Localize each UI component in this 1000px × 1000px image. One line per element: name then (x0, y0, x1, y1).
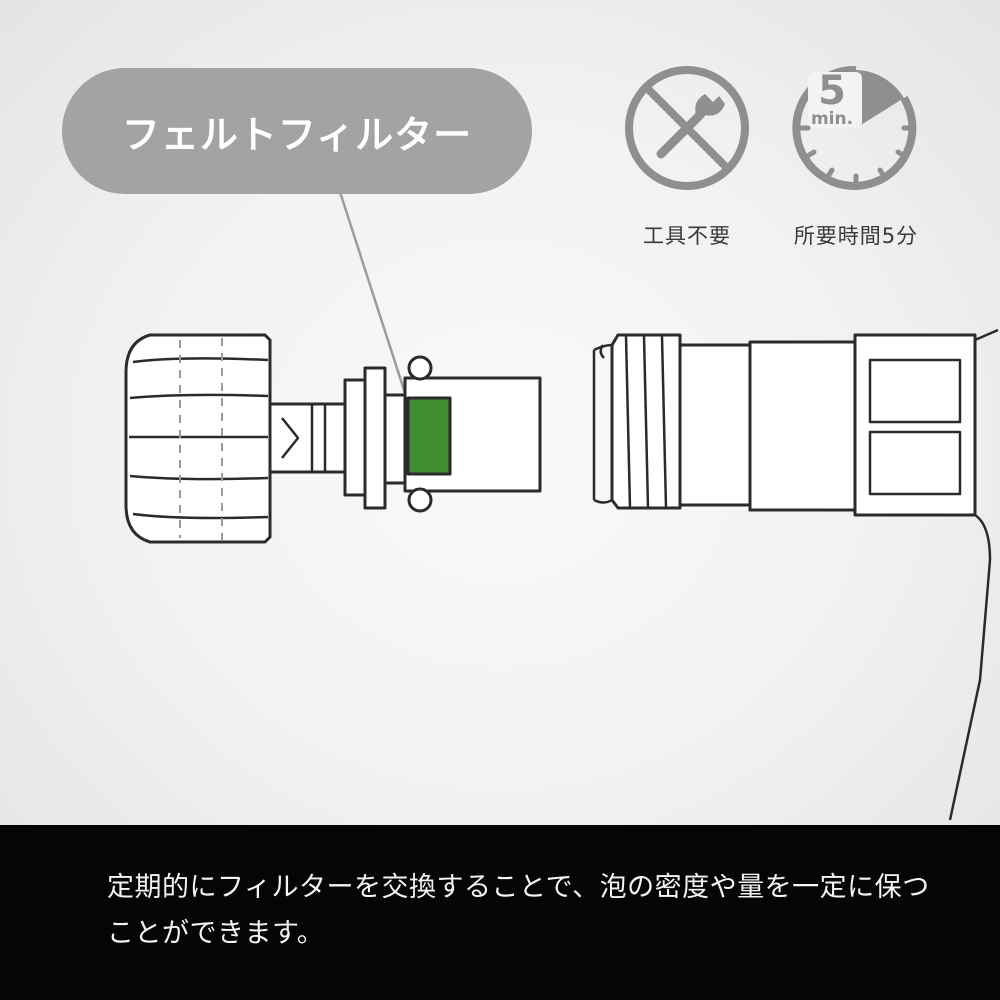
clock-number: 5 (818, 68, 846, 114)
five-minute-badge: 5 min. 所要時間5分 (786, 62, 926, 250)
five-minute-clock-icon: 5 min. (792, 65, 917, 190)
callout-label: フェルトフィルター (121, 112, 473, 157)
clock-unit: min. (811, 109, 853, 129)
five-minute-label: 所要時間5分 (793, 224, 919, 248)
no-tools-badge: 工具不要 (617, 62, 757, 250)
threaded-tube (592, 328, 999, 821)
filter-assembly-diagram (124, 191, 999, 821)
felt-filter (406, 396, 452, 476)
caption-bar: 定期的にフィルターを交換することで、泡の密度や量を一定に保つことができます。 (0, 825, 1000, 1000)
caption-text: 定期的にフィルターを交換することで、泡の密度や量を一定に保つことができます。 (107, 872, 930, 949)
illustration-area: フェルトフィルター 工具不要 5 (0, 0, 1000, 825)
cap-stem (268, 402, 347, 474)
no-tools-label: 工具不要 (643, 224, 731, 248)
felt-filter-callout: フェルトフィルター (62, 68, 532, 194)
no-tools-icon (625, 66, 749, 190)
callout-leader-line (338, 191, 407, 394)
knurled-cap (124, 333, 272, 544)
